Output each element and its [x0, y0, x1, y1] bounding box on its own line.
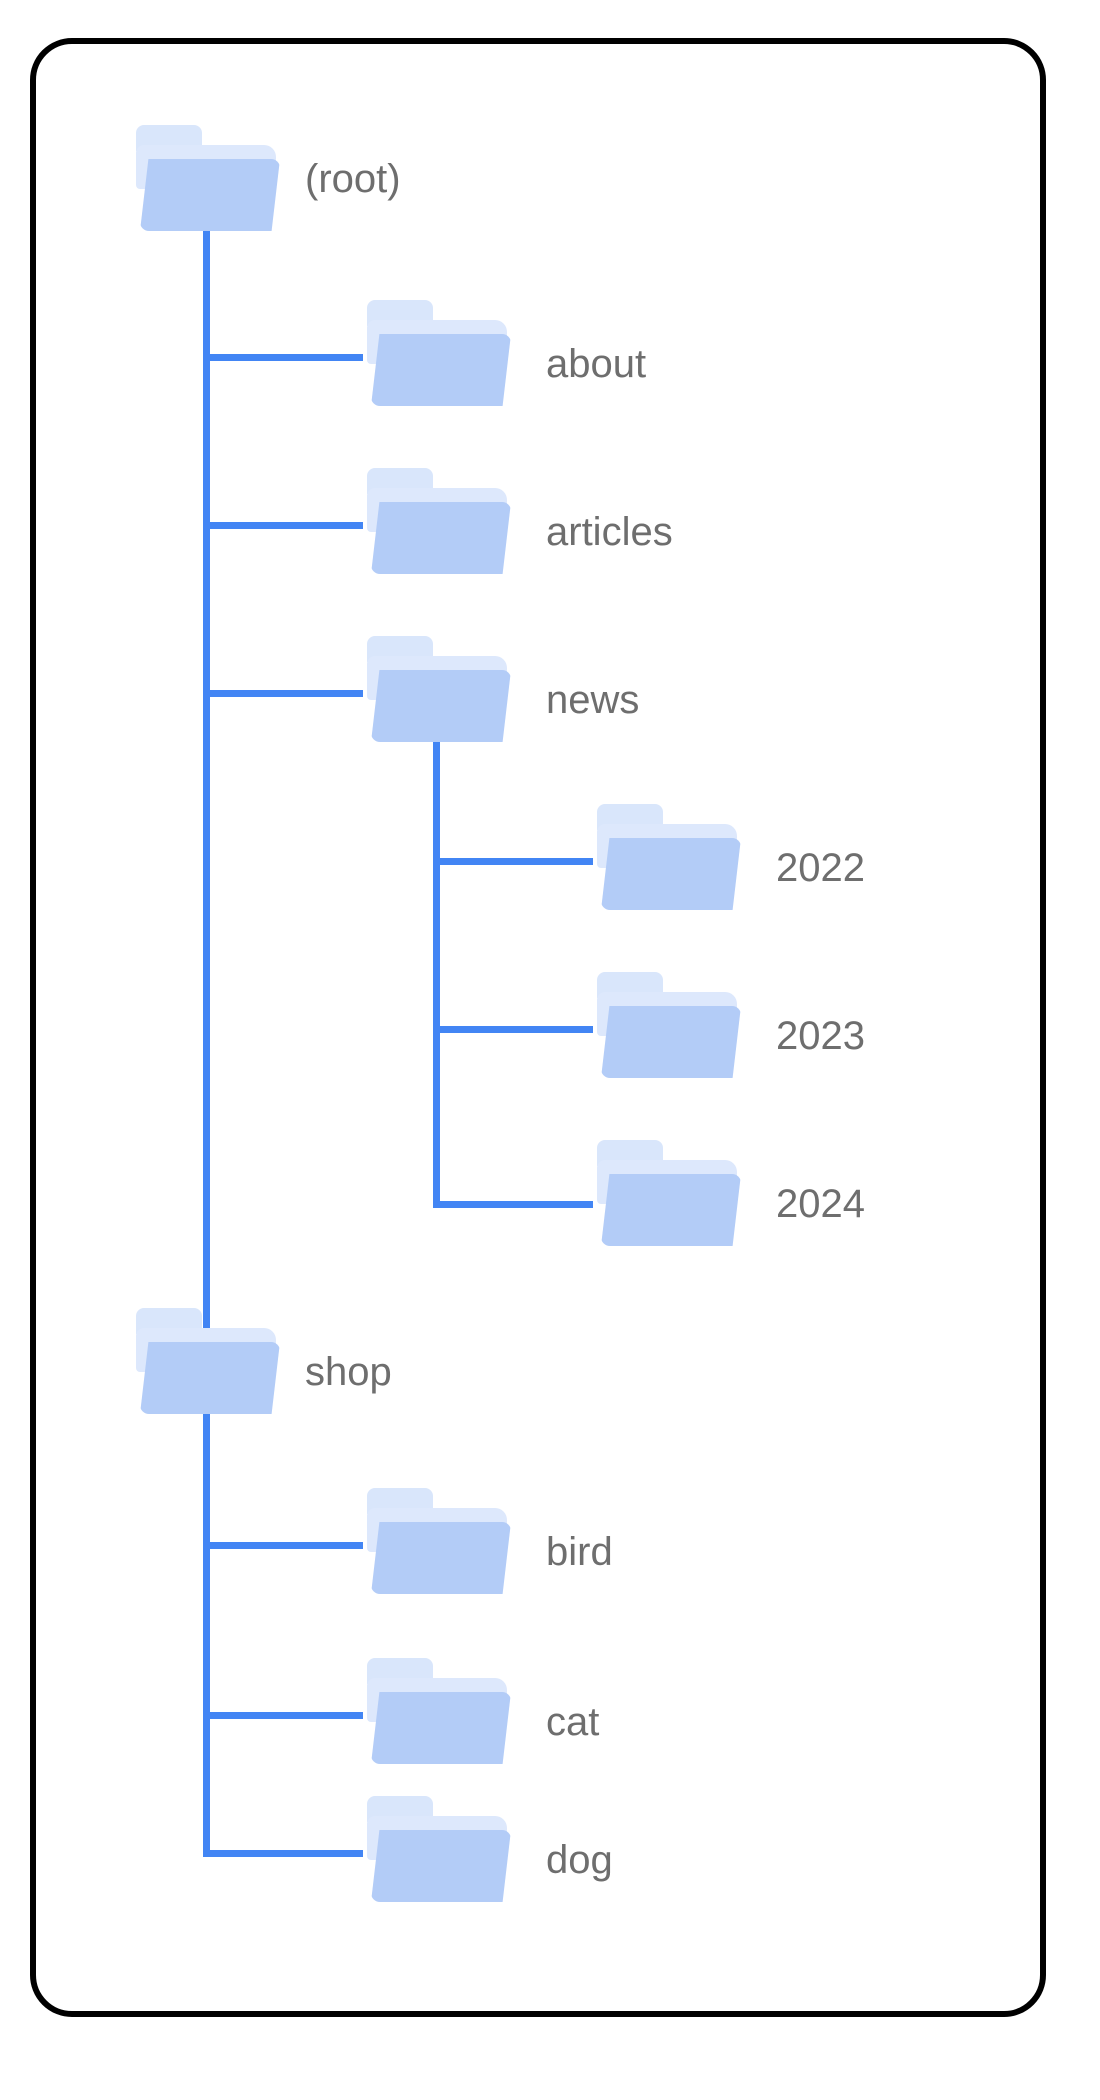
folder-icon [363, 468, 518, 578]
connector-news-2024 [433, 1201, 593, 1208]
connector-news-trunk [433, 735, 440, 1208]
folder-icon [593, 972, 748, 1082]
tree-node-label: news [546, 678, 640, 722]
folder-icon [593, 1140, 748, 1250]
tree-node-dog[interactable]: dog [363, 1796, 963, 1906]
folder-icon [132, 1308, 287, 1418]
connector-news-2023 [433, 1026, 593, 1033]
tree-node-root[interactable]: (root) [132, 125, 732, 235]
tree-node-label: cat [546, 1700, 600, 1744]
connector-root-articles [203, 522, 363, 529]
tree-node-2024[interactable]: 2024 [593, 1140, 1100, 1250]
tree-node-label: dog [546, 1838, 613, 1882]
folder-icon [132, 125, 287, 235]
tree-node-label: 2022 [776, 846, 865, 890]
tree-node-2023[interactable]: 2023 [593, 972, 1100, 1082]
tree-node-label: shop [305, 1350, 392, 1394]
connector-shop-trunk [203, 1370, 210, 1857]
folder-icon [363, 1658, 518, 1768]
folder-icon [363, 1796, 518, 1906]
connector-root-about [203, 354, 363, 361]
folder-icon [363, 636, 518, 746]
connector-news-2022 [433, 858, 593, 865]
connector-shop-bird [203, 1542, 363, 1549]
tree-node-label: bird [546, 1530, 613, 1574]
tree-node-bird[interactable]: bird [363, 1488, 963, 1598]
tree-node-label: 2024 [776, 1182, 865, 1226]
tree-node-label: about [546, 342, 647, 386]
tree-node-articles[interactable]: articles [363, 468, 963, 578]
connector-root-news [203, 690, 363, 697]
folder-icon [363, 1488, 518, 1598]
tree-node-about[interactable]: about [363, 300, 963, 410]
tree-node-label: articles [546, 510, 673, 554]
connector-shop-cat [203, 1712, 363, 1719]
tree-node-label: (root) [305, 157, 401, 201]
connector-root-trunk [203, 230, 210, 1335]
tree-node-shop[interactable]: shop [132, 1308, 732, 1418]
tree-node-news[interactable]: news [363, 636, 963, 746]
tree-node-2022[interactable]: 2022 [593, 804, 1100, 914]
folder-icon [363, 300, 518, 410]
folder-icon [593, 804, 748, 914]
connector-shop-dog [203, 1850, 363, 1857]
tree-node-cat[interactable]: cat [363, 1658, 963, 1768]
tree-node-label: 2023 [776, 1014, 865, 1058]
